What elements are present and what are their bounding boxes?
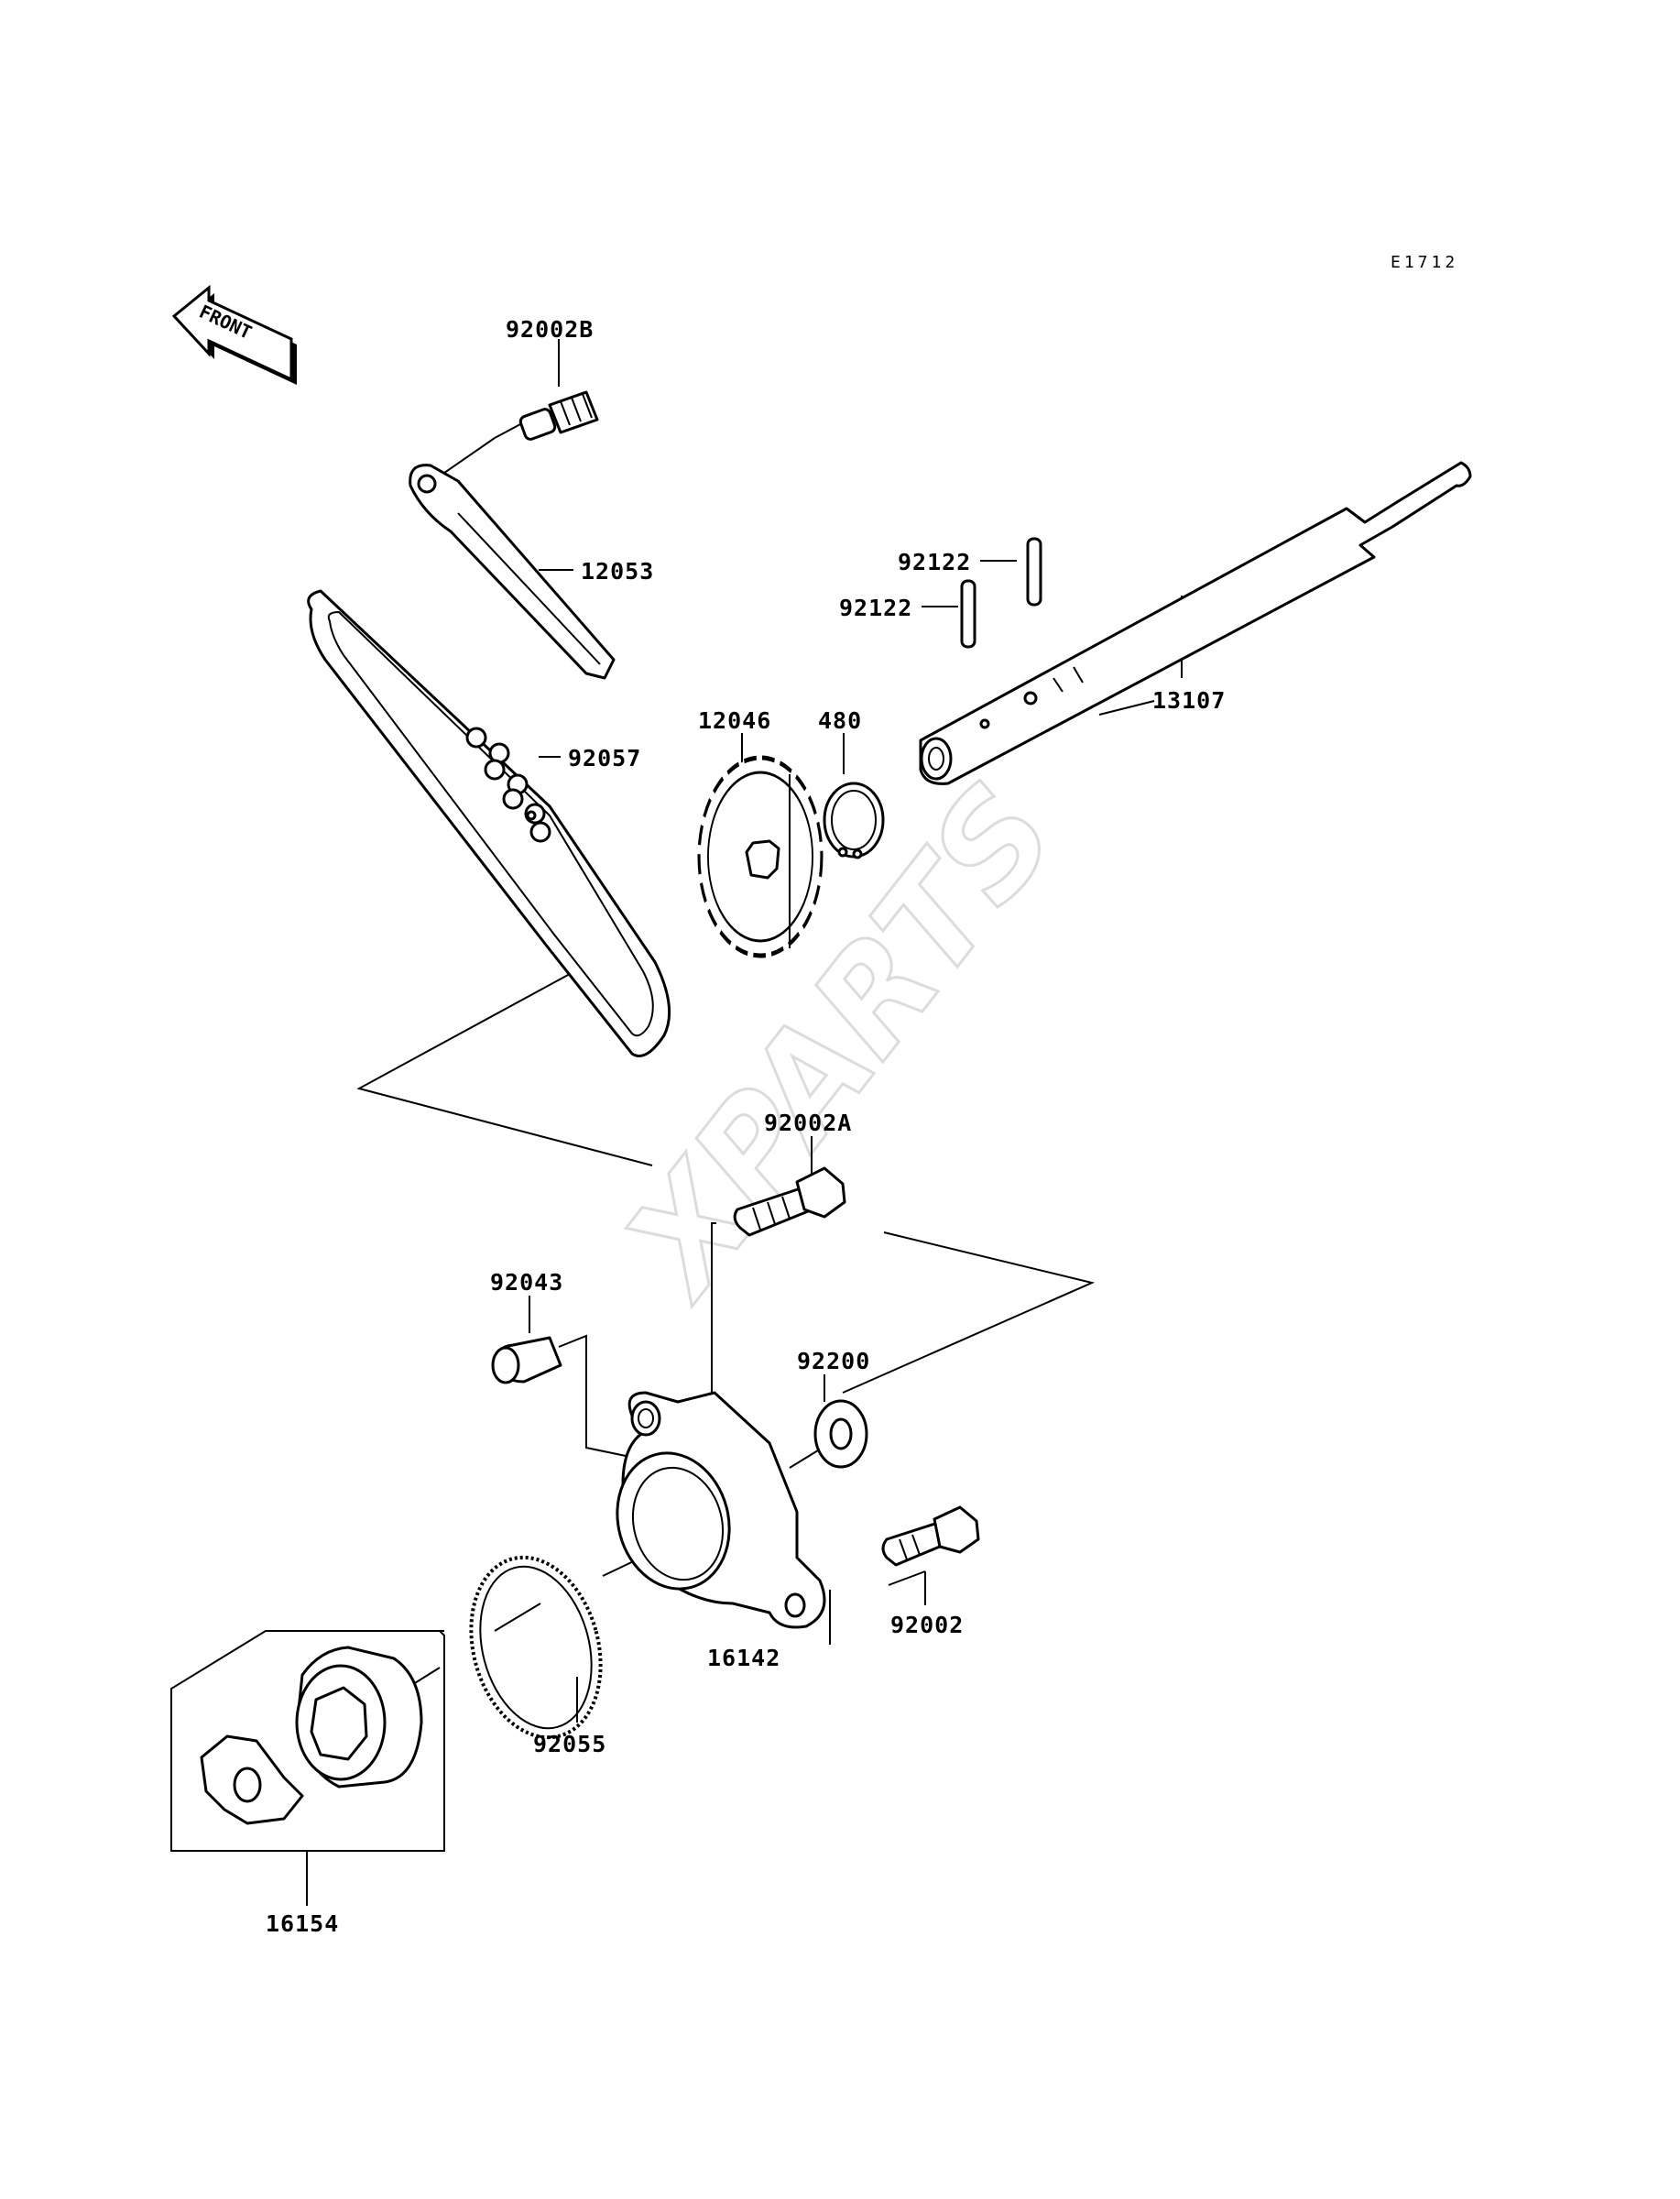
label-92002A: 92002A — [764, 1110, 852, 1136]
chain-tensioner-12053 — [409, 464, 616, 680]
rotor-set-16154 — [200, 1646, 423, 1825]
label-92122-top: 92122 — [898, 549, 971, 575]
dowel-92043 — [491, 1336, 562, 1384]
bolt-92002B — [518, 390, 599, 441]
label-92002B: 92002B — [506, 316, 594, 343]
label-92057: 92057 — [568, 745, 641, 771]
shaft-13107 — [919, 461, 1472, 785]
diagram-code: E1712 — [1391, 253, 1458, 272]
bolt-92002A — [733, 1166, 846, 1237]
label-92002: 92002 — [890, 1612, 964, 1638]
label-16154: 16154 — [266, 1910, 339, 1937]
front-arrow-icon: FRONT — [171, 284, 297, 385]
circlip-480 — [823, 782, 885, 859]
pin-92122-top — [1026, 537, 1042, 607]
part-labels: 92002B 12053 92057 12046 480 92122 92122… — [266, 316, 1226, 1937]
label-92055: 92055 — [533, 1731, 606, 1757]
sprocket-12046 — [697, 755, 824, 958]
o-ring-92055 — [469, 1555, 603, 1740]
label-16142: 16142 — [707, 1645, 780, 1671]
pump-cover-16142 — [616, 1391, 826, 1629]
label-92200: 92200 — [797, 1348, 870, 1374]
label-92043: 92043 — [490, 1269, 563, 1296]
label-12053: 12053 — [581, 558, 654, 585]
chain-92057 — [307, 589, 671, 1057]
chain-link-92057 — [465, 727, 551, 843]
label-13107: 13107 — [1152, 687, 1226, 714]
label-480: 480 — [818, 707, 862, 734]
bolt-92002 — [881, 1505, 980, 1567]
washer-92200 — [813, 1399, 868, 1469]
label-92122-mid: 92122 — [839, 595, 912, 621]
label-12046: 12046 — [698, 707, 771, 734]
pin-92122-mid — [960, 579, 976, 649]
